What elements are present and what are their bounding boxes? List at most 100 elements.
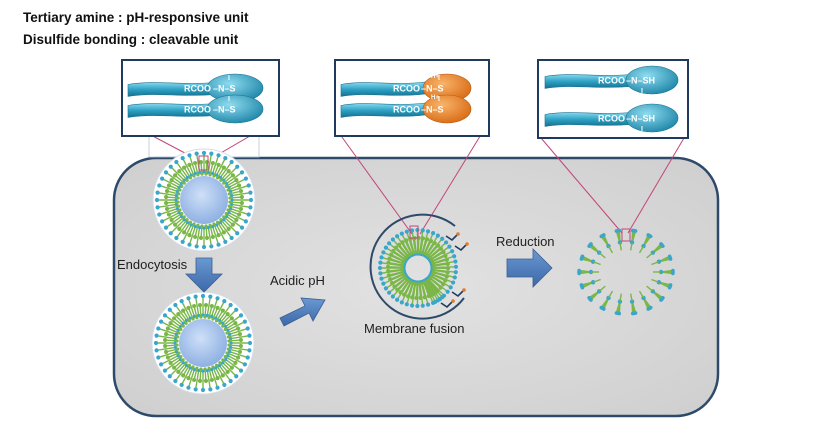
lipid-head: [405, 294, 411, 299]
lipid-head: [204, 172, 208, 176]
lipid-head: [225, 331, 229, 335]
lipid-head: [164, 194, 169, 200]
lipid-head: [192, 314, 196, 318]
lipid-head: [179, 354, 183, 359]
lipid-head: [185, 218, 189, 222]
lipid-head: [208, 294, 213, 299]
lipid-head: [222, 178, 226, 182]
lipid-tail: [161, 178, 180, 188]
lipid-tail: [427, 277, 445, 297]
lipid-tail: [403, 281, 412, 295]
lipid-head: [200, 224, 204, 228]
lipid-head: [389, 280, 395, 286]
bond-bar: I: [228, 75, 230, 82]
lipid-head: [180, 156, 185, 161]
lipid-head: [194, 244, 199, 249]
lipid-head: [393, 245, 399, 250]
lipid-head: [230, 198, 234, 202]
lipid-head: [179, 181, 183, 186]
molecule-head: [422, 94, 472, 124]
lipid-head: [237, 332, 243, 337]
lipid-head: [166, 212, 171, 217]
lipid-tail: [430, 272, 454, 284]
lipid-head: [228, 378, 233, 384]
lipid-tail: [156, 346, 176, 352]
lipid-head: [166, 183, 171, 188]
receptor-dot: [462, 288, 466, 292]
lipid-head: [202, 170, 206, 174]
lipid-tail: [160, 355, 179, 365]
lipid-tail: [227, 355, 246, 365]
vesicle-core: [180, 176, 228, 224]
lipid-head: [415, 303, 420, 309]
lipid-head: [194, 151, 199, 156]
lipid-tail: [432, 274, 446, 282]
lipid-tail: [181, 367, 191, 386]
lipid-tail: [219, 222, 233, 239]
lipid-tail: [419, 230, 424, 255]
lipid-head: [418, 295, 423, 300]
lipid-head: [425, 302, 431, 307]
lipid-head: [226, 354, 230, 358]
lipid-tail: [228, 212, 247, 222]
lipid-head: [172, 316, 177, 321]
lipid-head: [448, 285, 453, 290]
lipid-tail: [181, 300, 191, 319]
lipid-head: [599, 305, 604, 310]
lipid-tail: [229, 350, 248, 359]
lipid-head: [176, 328, 180, 332]
lipid-head: [238, 206, 244, 211]
lipid-head: [234, 307, 239, 312]
lipid-head: [154, 333, 159, 338]
lipid-head: [199, 367, 203, 371]
lipid-tail: [646, 285, 654, 292]
lipid-head: [215, 223, 219, 227]
lipid-head: [441, 250, 446, 255]
lipid-tail: [423, 282, 430, 297]
vesicle-bottom: [151, 291, 255, 395]
lipid-tail: [211, 155, 220, 174]
lipid-head: [168, 164, 173, 169]
lipid-head: [445, 270, 450, 275]
lipid-head: [178, 208, 182, 212]
lipid-head: [444, 240, 449, 245]
lipid-head: [198, 226, 202, 230]
lipid-tail: [188, 226, 197, 245]
lipid-tail: [187, 298, 196, 317]
lipid-head: [617, 228, 622, 233]
lipid-head: [200, 387, 206, 393]
lipid-head: [188, 366, 192, 370]
lipid-head: [176, 200, 180, 204]
lipid-tail: [431, 251, 444, 261]
lipid-tail: [194, 370, 200, 390]
lipid-tail: [406, 231, 415, 255]
amine-disulfide-label: –N–S: [421, 105, 444, 115]
lipid-head: [238, 189, 244, 194]
lipid-head: [245, 355, 250, 360]
lipid-tail: [598, 285, 606, 292]
lipid-head: [156, 326, 161, 331]
lipid-head: [210, 234, 215, 240]
vesicle-top: [152, 148, 256, 252]
lipid-tail: [424, 279, 439, 301]
lipid-tail: [226, 215, 243, 229]
lipid-tail: [210, 298, 219, 317]
lipid-tail: [225, 358, 242, 372]
lipid-head: [216, 162, 221, 167]
lipid-head: [176, 196, 180, 200]
endosome-membrane: [369, 213, 465, 320]
lipid-tail: [429, 248, 442, 259]
bond-bar: I: [641, 126, 643, 133]
lipid-head: [188, 176, 193, 180]
receptor-dot: [456, 232, 460, 236]
lipid-tail: [629, 293, 633, 302]
lipid-tail: [401, 280, 413, 303]
lipid-tail: [433, 269, 448, 274]
lipid-tail: [638, 290, 645, 299]
lipid-head: [450, 249, 455, 254]
lipid-head: [226, 169, 231, 174]
lipid-tail: [216, 224, 226, 243]
lipid-head: [174, 332, 178, 336]
lipid-head: [400, 240, 405, 245]
lipid-head: [215, 176, 220, 180]
